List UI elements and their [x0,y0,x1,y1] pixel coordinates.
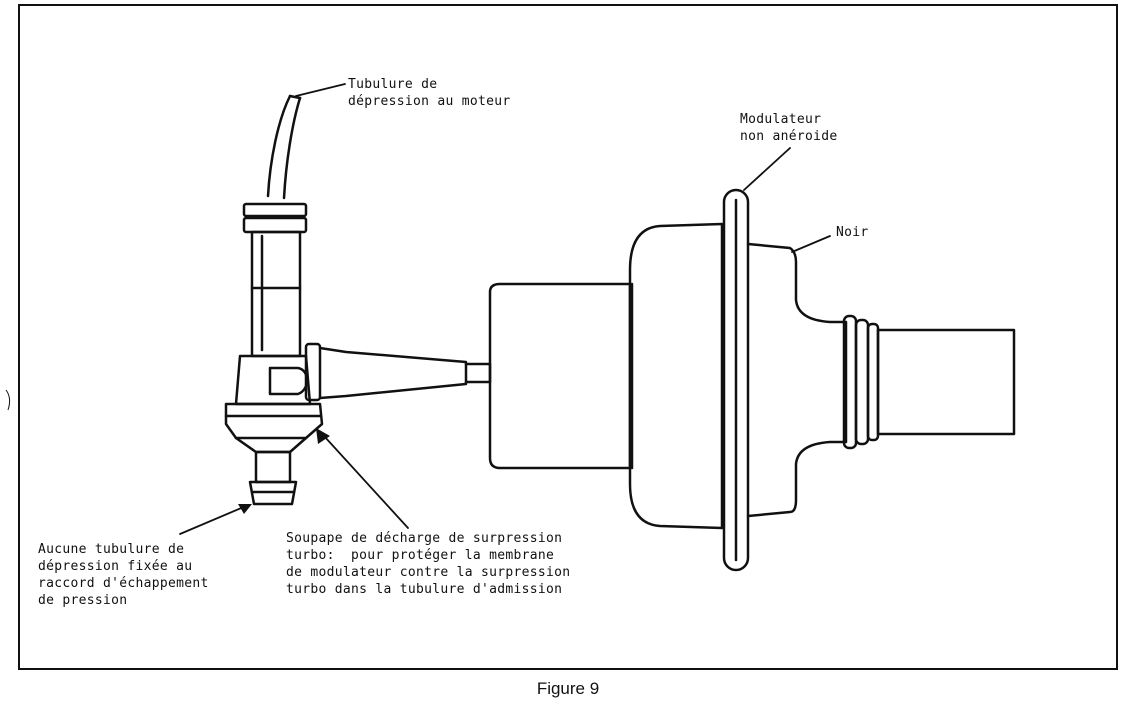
label-black: Noir [836,225,869,240]
edge-mark [5,389,11,411]
connector-nozzle [304,342,492,402]
arrow-heads [238,428,330,514]
modulator-left-canister [488,222,724,530]
vacuum-hose [266,94,302,200]
figure-frame [18,4,1118,670]
leader-lines [179,83,831,535]
vacuum-tube-body [242,202,308,358]
modulator-right-canister [746,242,1016,518]
figure-caption: Figure 9 [536,679,600,698]
modulator-flange [722,188,750,572]
fitting-block [224,354,324,506]
